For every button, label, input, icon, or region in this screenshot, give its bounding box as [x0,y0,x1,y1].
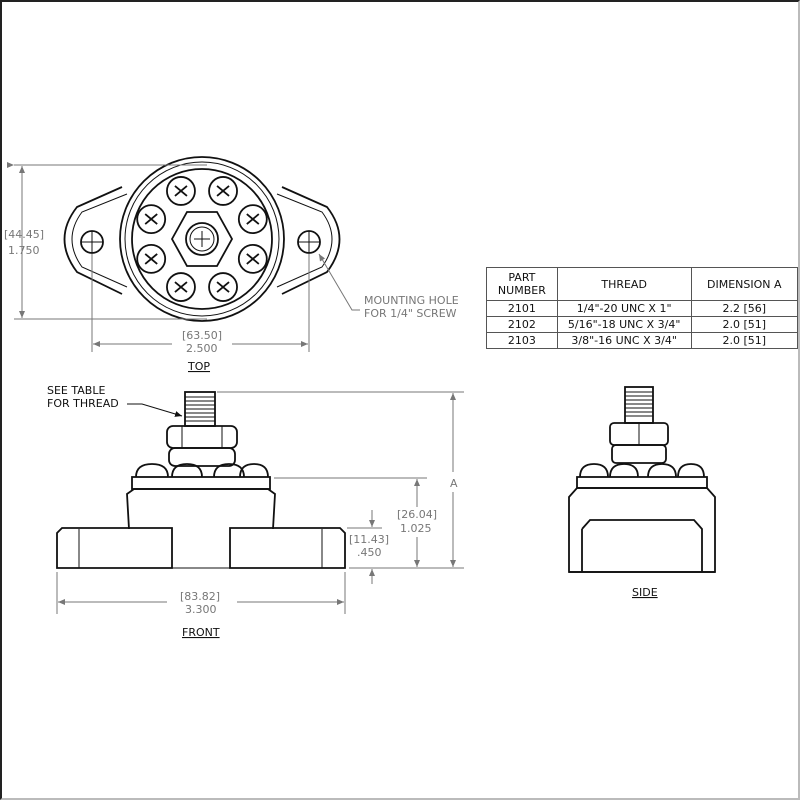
dimension-a: 2.2 [56] [690,300,798,317]
side-view: SIDE [568,386,716,599]
thread: 5/16"-18 UNC X 3/4" [556,316,692,333]
phillips-cross-icon [216,281,230,293]
body-outer-circle [119,156,285,322]
body [126,488,276,530]
screw-head [136,204,167,235]
thread-note-2: FOR THREAD [47,397,119,410]
screw-heads [136,176,268,302]
front-view-label: FRONT [182,626,220,639]
stud [185,222,219,256]
header-part-number: PART NUMBER [486,267,558,301]
hex-nut [170,211,234,267]
dimension-a: 2.0 [51] [690,332,798,349]
phillips-cross-icon [174,185,188,197]
dimension-a-label: A [450,477,458,490]
header-thread: THREAD [556,267,692,301]
screw-head [166,176,196,206]
part-number: 2102 [486,316,558,333]
height-in: 1.750 [8,244,40,257]
foot-height-in: .450 [357,546,382,559]
front-view: SEE TABLE FOR THREAD A [26.04] 1.025 [11… [47,384,464,639]
table-header-row: PART NUMBER THREAD DIMENSION A [486,267,798,301]
foot-height-mm: [11.43] [349,533,389,546]
screw-head [136,243,167,274]
hole-spacing-mm: [63.50] [182,329,222,342]
part-table: PART NUMBER THREAD DIMENSION A 2101 1/4"… [486,267,798,349]
feet [56,527,346,569]
phillips-cross-icon [174,281,188,293]
phillips-cross-icon [144,253,158,265]
screw-heads-front [135,463,269,478]
screw-head [208,272,238,302]
body-height-mm: [26.04] [397,508,437,521]
table-row: 2101 1/4"-20 UNC X 1" 2.2 [56] [486,300,798,317]
part-number: 2103 [486,332,558,349]
dimension-a: 2.0 [51] [690,316,798,333]
table-row: 2102 5/16"-18 UNC X 3/4" 2.0 [51] [486,316,798,333]
hole-spacing-in: 2.500 [186,342,218,355]
top-view-label: TOP [187,360,210,373]
phillips-cross-icon [246,213,260,225]
body-height-in: 1.025 [400,522,432,535]
screw-head [208,176,238,206]
header-dimension-a: DIMENSION A [690,267,798,301]
screw-head [237,243,268,274]
width-in: 3.300 [185,603,217,616]
thread: 3/8"-16 UNC X 3/4" [556,332,692,349]
mounting-flange-outline [63,186,341,295]
mounting-hole-note: MOUNTING HOLE [364,294,459,307]
top-view: [44.45] 1.750 [63.50] 2.500 TOP MOUNTING… [4,156,459,373]
top-nut [166,425,238,449]
height-mm: [44.45] [4,228,44,241]
phillips-cross-icon [216,185,230,197]
side-view-label: SIDE [632,586,658,599]
screw-head [237,204,268,235]
body-side [568,487,716,573]
part-number: 2101 [486,300,558,317]
width-mm: [83.82] [180,590,220,603]
phillips-cross-icon [144,213,158,225]
table-row: 2103 3/8"-16 UNC X 3/4" 2.0 [51] [486,332,798,349]
lower-nut [168,447,236,467]
thread: 1/4"-20 UNC X 1" [556,300,692,317]
screw-head [166,272,196,302]
thread-note: SEE TABLE [47,384,105,397]
top-plate [131,476,271,490]
phillips-cross-icon [246,253,260,265]
mounting-hole-note-2: FOR 1/4" SCREW [364,307,457,320]
